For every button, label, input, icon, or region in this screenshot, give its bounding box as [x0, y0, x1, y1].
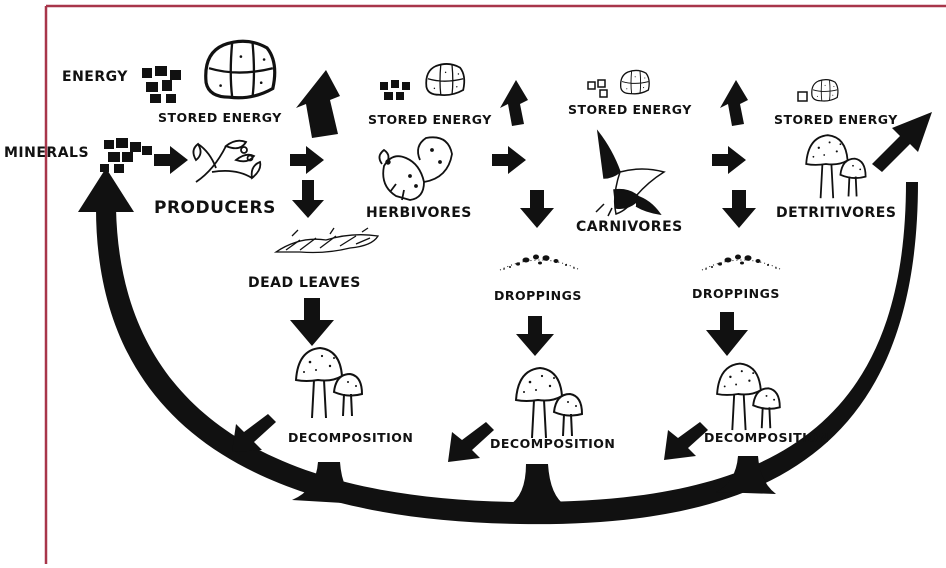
cycle-return-arrow [96, 182, 918, 525]
arrow-decomposition-1 [232, 414, 276, 452]
cycle-join-3 [716, 456, 776, 494]
droppings-label-1: DROPPINGS [494, 288, 582, 303]
energy-blocks-icon [587, 79, 608, 98]
detritivores-label: DETRITIVORES [776, 205, 897, 221]
mushroom-icon [295, 347, 363, 419]
arrow-herbivores-down [520, 190, 554, 228]
minerals-label: MINERALS [4, 145, 90, 161]
plant-icon [192, 139, 262, 183]
droppings-label-2: DROPPINGS [692, 286, 780, 301]
cycle-join-1 [292, 462, 360, 504]
stored-energy-bale-icon [811, 78, 839, 102]
decomposition-label-2: DECOMPOSITION [490, 436, 616, 451]
arrow-herbivores-to-carnivores [492, 146, 526, 174]
decomposition-label-3: DECOMPOSITION [704, 430, 830, 445]
arrow-droppings-down-1 [516, 316, 554, 356]
arrow-energy-up-2 [500, 80, 528, 126]
mushroom-icon [716, 362, 781, 432]
arrow-decomposition-3 [664, 422, 708, 460]
mushroom-icon [805, 134, 867, 200]
arrow-carnivores-to-detritivores [712, 146, 746, 174]
stored-energy-bale-icon [204, 39, 277, 100]
energy-blocks-icon [380, 80, 410, 100]
arrow-carnivores-down [722, 190, 756, 228]
energy-blocks-icon [142, 66, 181, 103]
mushroom-icon [515, 367, 583, 439]
arrow-dead-leaves-down [290, 298, 334, 346]
arrow-minerals-to-producers [154, 146, 188, 174]
energy-block-icon [797, 91, 808, 102]
stored-energy-label-4: STORED ENERGY [774, 112, 898, 127]
arrow-detritivores-out [872, 112, 932, 172]
arrow-producers-to-herbivores [290, 146, 324, 174]
energy-label: ENERGY [62, 69, 128, 85]
droppings-icon [701, 254, 783, 271]
droppings-icon [499, 254, 581, 271]
stored-energy-bale-icon [619, 69, 650, 95]
carnivores-label: CARNIVORES [576, 219, 683, 235]
arrow-decomposition-2 [448, 422, 494, 462]
arrow-energy-up-1 [296, 70, 340, 138]
dead-leaves-icon [273, 227, 380, 254]
cycle-join-2 [508, 464, 566, 506]
herbivores-label: HERBIVORES [366, 205, 472, 221]
arrow-energy-up-3 [720, 80, 748, 126]
cycle-arrow-head [78, 168, 134, 212]
stored-energy-label-3: STORED ENERGY [568, 102, 692, 117]
hawk-icon [595, 129, 666, 217]
decomposition-label-1: DECOMPOSITION [288, 430, 414, 445]
arrow-droppings-down-2 [706, 312, 748, 356]
mineral-blocks-icon [100, 138, 152, 173]
arrow-producers-down [292, 180, 324, 218]
squirrel-icon [378, 136, 453, 201]
stored-energy-label-1: STORED ENERGY [158, 110, 282, 125]
stored-energy-bale-icon [425, 63, 466, 97]
producers-label: PRODUCERS [154, 198, 276, 218]
dead-leaves-label: DEAD LEAVES [248, 275, 361, 291]
stored-energy-label-2: STORED ENERGY [368, 112, 492, 127]
